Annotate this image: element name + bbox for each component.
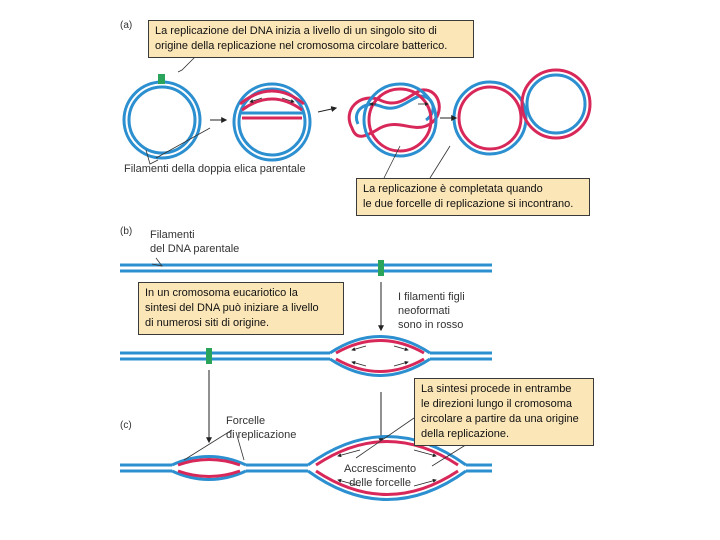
callout-line: La replicazione è completata quando	[363, 183, 543, 195]
callout-line: le due forcelle di replicazione si incon…	[363, 198, 574, 210]
origin-marker-b1	[378, 260, 384, 276]
callout-replication-complete: La replicazione è completata quando le d…	[356, 178, 590, 216]
callout-bidirectional: La sintesi procede in entrambe le direzi…	[414, 378, 594, 446]
label-line: neoformati	[398, 305, 450, 317]
callout-eukaryotic-origins: In un cromosoma eucariotico la sintesi d…	[138, 282, 344, 335]
label-line: sono in rosso	[398, 319, 464, 331]
callout-line: circolare a partire da una origine	[421, 413, 579, 425]
circle-1-unreplicated	[122, 74, 202, 160]
linear-dna-top	[120, 257, 492, 276]
label-daughter-strands: I filamenti figli neoformati sono in ros…	[398, 290, 465, 332]
label-line: Forcelle	[226, 415, 266, 427]
callout-line: sintesi del DNA può iniziare a livello	[145, 302, 319, 314]
callout-line: In un cromosoma eucariotico la	[145, 287, 298, 299]
callout-line: La sintesi procede in entrambe	[421, 383, 572, 395]
panel-letter-b: (b)	[120, 226, 133, 237]
label-fork-growth: Accrescimento delle forcelle	[344, 462, 416, 490]
callout-line: La replicazione del DNA inizia a livello…	[155, 25, 437, 37]
callout-line: della replicazione.	[421, 428, 510, 440]
circle-2-replication-bubble	[232, 82, 312, 162]
two-daughter-circles	[452, 68, 592, 156]
pointer-lines-a	[145, 55, 451, 179]
label-line: del DNA parentale	[150, 243, 240, 255]
label-parental-double-helix: Filamenti della doppia elica parentale	[124, 163, 306, 175]
origin-marker-a	[158, 74, 165, 84]
callout-line: origine della replicazione nel cromosoma…	[155, 40, 448, 52]
label-line: I filamenti figli	[398, 291, 465, 303]
callout-line: le direzioni lungo il cromosoma	[421, 398, 573, 410]
label-replication-forks: Forcelle di replicazione	[226, 414, 296, 442]
figure-eight-theta	[347, 82, 441, 158]
label-line: Filamenti	[150, 229, 195, 241]
label-line: delle forcelle	[349, 477, 411, 489]
label-parental-dna-strands: Filamenti del DNA parentale	[150, 228, 239, 256]
panel-letter-c: (c)	[120, 420, 132, 431]
panel-letter-a: (a)	[120, 20, 133, 31]
origin-marker-b2	[206, 348, 212, 364]
label-line: di replicazione	[226, 429, 297, 441]
label-line: Accrescimento	[344, 463, 417, 475]
panel-a-step-arrows	[210, 106, 458, 123]
linear-dna-with-bubble	[120, 335, 492, 377]
callout-origin-bacterial: La replicazione del DNA inizia a livello…	[148, 20, 474, 58]
panel-b-arrows	[206, 282, 384, 444]
callout-line: di numerosi siti di origine.	[145, 317, 270, 329]
